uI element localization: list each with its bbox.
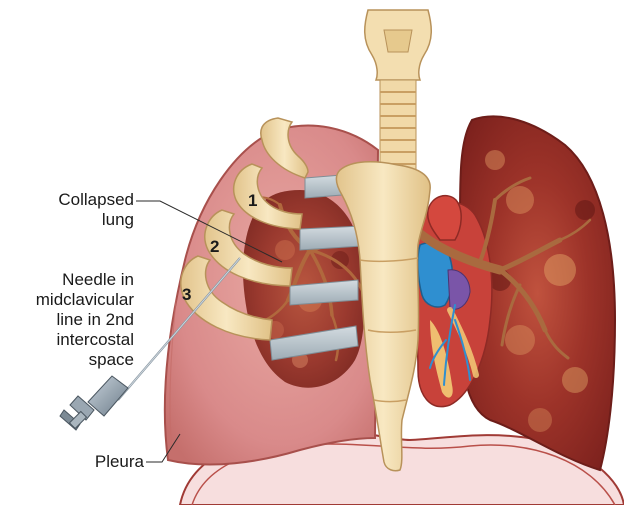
collapsed-lung-label: Collapsed lung <box>20 190 134 230</box>
collapsed-lung-label-line1: Collapsed <box>20 190 134 210</box>
needle-label-line5: space <box>14 350 134 370</box>
rib-number-3: 3 <box>182 285 191 304</box>
needle-label-line1: Needle in <box>14 270 134 290</box>
rib-number-2: 2 <box>210 237 219 256</box>
collapsed-lung-label-line2: lung <box>20 210 134 230</box>
pleura-label: Pleura <box>40 452 144 472</box>
rib-number-1: 1 <box>248 191 257 210</box>
needle-label: Needle in midclavicular line in 2nd inte… <box>14 270 134 370</box>
needle-label-line2: midclavicular <box>14 290 134 310</box>
needle-label-line3: line in 2nd <box>14 310 134 330</box>
needle-label-line4: intercostal <box>14 330 134 350</box>
